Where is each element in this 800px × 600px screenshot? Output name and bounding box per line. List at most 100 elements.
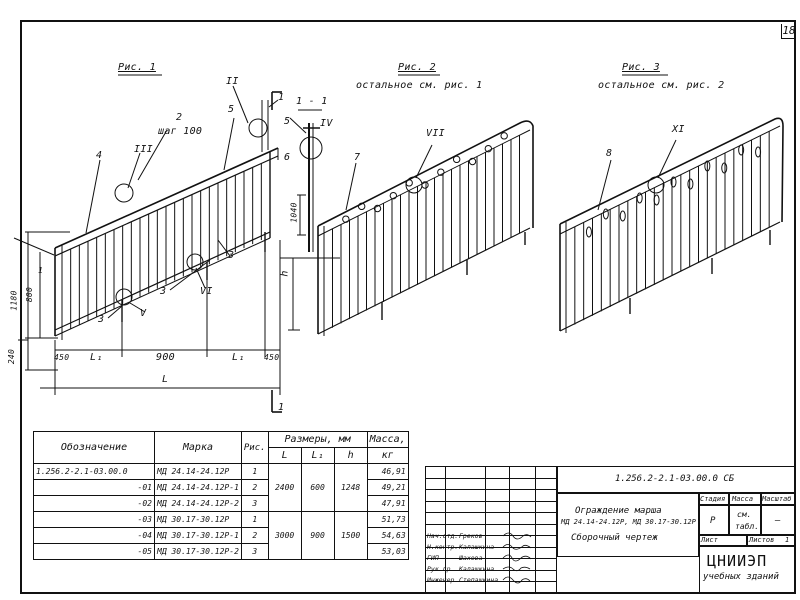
revision-row: [425, 512, 557, 513]
fig3-picket: [636, 192, 643, 204]
title-block: 1.256.2-2.1-03.00.0 СБ Ограждение марша …: [425, 466, 796, 593]
callout-V: V: [140, 308, 147, 319]
signer-name: Калашкина: [459, 565, 495, 573]
row-designation: -04: [33, 527, 155, 544]
col-fig: Рис.: [240, 431, 269, 464]
section-1-1: [280, 117, 340, 331]
table-row: -05 МД 30.17-30.12Р-2 3 53,03: [33, 543, 409, 560]
callout-2: 2: [176, 112, 183, 123]
group1-L1: 600: [300, 463, 335, 512]
row-mark: МД 24.14-24.12Р-1: [154, 479, 242, 496]
fig2-ring: [437, 168, 445, 176]
signer-role: Н.контр.: [427, 543, 459, 551]
col-mass: Масса,: [366, 431, 409, 448]
doc-name-1: Ограждение марша: [575, 506, 662, 516]
signatures: [502, 532, 532, 584]
table-row: -01 МД 24.14-24.12Р-1 2 49,21: [33, 479, 409, 496]
row-mass: 53,03: [366, 543, 409, 560]
signers-roles: Нач.отд. Н.контр. ГИП Рук.гр. Инженер: [427, 531, 458, 586]
signer-name: Калашкина: [459, 543, 495, 551]
col-L: L: [267, 447, 302, 464]
stage-label: Стадия: [700, 495, 726, 503]
fig2-ring: [357, 202, 366, 211]
callout-8: 8: [606, 148, 613, 159]
callout-3b: 3: [160, 286, 167, 297]
row-mark: МД 30.17-30.12Р-2: [154, 543, 242, 560]
dim-450-right: 450: [264, 353, 280, 362]
dim-1180: 1180: [9, 290, 19, 311]
callout-step: шаг 100: [158, 126, 203, 137]
callout-VI: VI: [200, 286, 213, 297]
col-mark: Марка: [154, 431, 242, 464]
row-fig: 3: [240, 495, 269, 512]
callout-3a: 3: [228, 250, 235, 261]
revision-row: [425, 489, 557, 490]
callout-XI: XI: [672, 124, 685, 135]
sheet-label: Лист: [701, 536, 718, 544]
fig3-picket: [687, 178, 694, 190]
doc-name-2: МД 24.14-24.12Р, МД 30.17-30.12Р: [561, 518, 696, 526]
fig3-picket: [721, 162, 728, 174]
dim-L1-left: L₁: [90, 352, 103, 363]
row-mass: 51,73: [366, 511, 409, 528]
row-mark: МД 24.14-24.12Р-2: [154, 495, 242, 512]
fig3-picket: [585, 226, 592, 238]
cut-mark-bottom: 1: [278, 402, 285, 413]
table-row: -03 МД 30.17-30.12Р 1 3000 900 1500 51,7…: [33, 511, 409, 560]
col-kg: кг: [366, 447, 409, 464]
fig2-note: остальное см. рис. 1: [356, 80, 483, 91]
fig3-picket: [738, 144, 745, 156]
row-mass: 46,91: [366, 463, 409, 480]
dim-1-left: 1: [38, 266, 44, 275]
mass-value-1: см.: [737, 510, 752, 519]
fig3-picket: [704, 160, 711, 172]
signer-name: Шахова: [459, 554, 483, 562]
fig1-title: Рис. 1: [118, 62, 156, 73]
row-designation: -05: [33, 543, 155, 560]
fig2-ring: [484, 144, 493, 153]
page-number: 18: [781, 24, 796, 39]
callout-3c: 3: [98, 314, 105, 325]
row-fig: 3: [240, 543, 269, 560]
col-sizes: Размеры, мм: [267, 431, 368, 448]
fig3-note: остальное см. рис. 2: [598, 80, 725, 91]
signer-role: Нач.отд.: [427, 532, 459, 540]
dim-900: 900: [156, 352, 175, 363]
revision-row: [425, 523, 557, 525]
callout-6: 6: [284, 152, 291, 163]
row-mass: 54,63: [366, 527, 409, 544]
row-fig: 2: [240, 479, 269, 496]
group2-L: 3000: [267, 511, 302, 560]
fig2-ring: [373, 204, 382, 213]
signer-name: Степашкина: [459, 576, 499, 584]
dim-L: L: [162, 374, 169, 385]
mass-label: Масса: [732, 495, 754, 503]
revision-col: [445, 466, 446, 593]
col-designation: Обозначение: [33, 431, 155, 464]
group1-L: 2400: [267, 463, 302, 512]
stage-value: Р: [710, 516, 716, 526]
callout-VII: VII: [426, 128, 445, 139]
fig2-ring: [452, 155, 461, 164]
revision-row: [425, 581, 557, 582]
row-designation: -01: [33, 479, 155, 496]
org-subname: учебных зданий: [703, 572, 779, 582]
row-designation: -02: [33, 495, 155, 512]
dim-L1-right: L₁: [232, 352, 245, 363]
row-designation: 1.256.2-2.1-03.00.0: [33, 463, 155, 480]
row-fig: 2: [240, 527, 269, 544]
revision-col: [535, 466, 536, 593]
mass-value-2: табл.: [735, 522, 760, 531]
revision-row: [425, 546, 557, 548]
fig3-title: Рис. 3: [622, 62, 660, 73]
dim-800: 800: [25, 286, 35, 303]
sheets-value: 1: [785, 536, 790, 544]
revision-col: [509, 466, 510, 593]
signers-names: Греков Калашкина Шахова Калашкина Степаш…: [459, 531, 498, 586]
callout-5b: 5: [284, 116, 291, 127]
row-mark: МД 24.14-24.12Р: [154, 463, 242, 480]
revision-row: [425, 535, 557, 536]
signer-name: Греков: [459, 532, 483, 540]
fig3-picket: [755, 146, 762, 158]
